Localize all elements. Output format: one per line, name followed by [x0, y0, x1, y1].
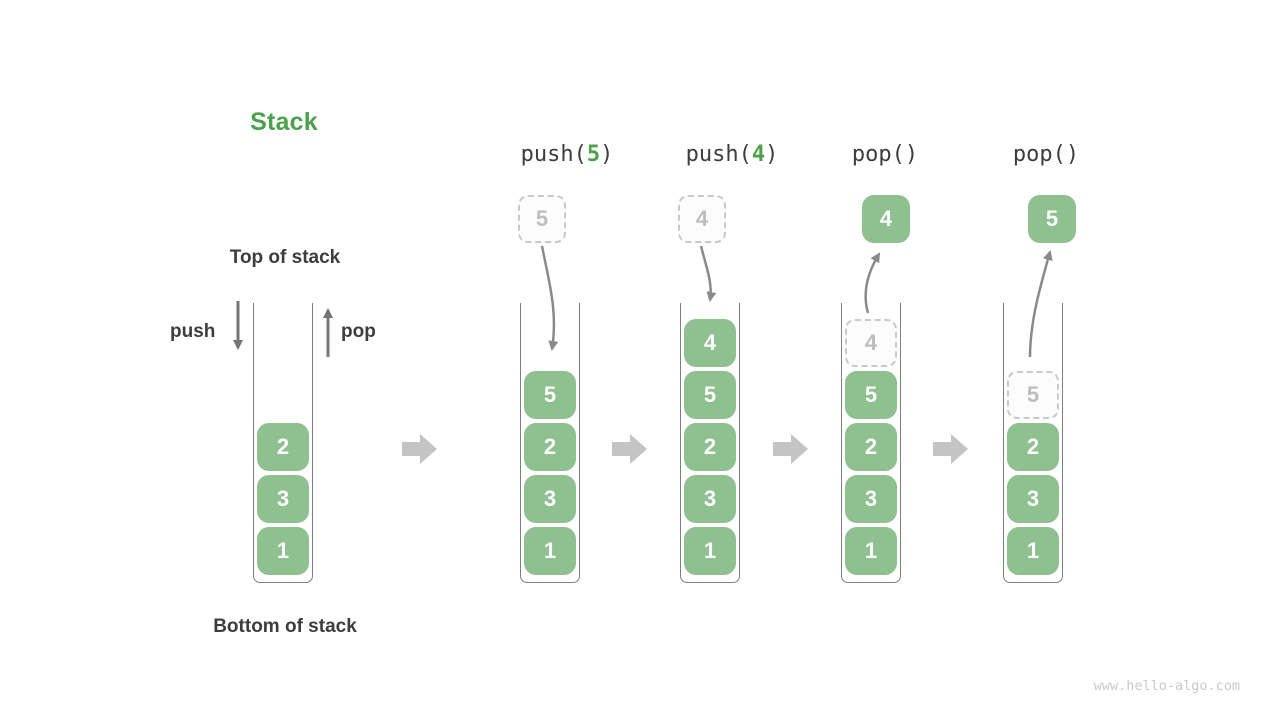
op-suffix: ) [600, 142, 614, 167]
stack-cell: 3 [684, 475, 736, 523]
stack-cell-removed: 4 [845, 319, 897, 367]
op-prefix: push( [520, 142, 587, 167]
diagram-title: Stack [250, 108, 318, 136]
stack-cell: 5 [524, 371, 576, 419]
flow-arrow-icon [773, 434, 808, 464]
stack-cell: 2 [257, 423, 309, 471]
pushing-value-box: 5 [518, 195, 566, 243]
stack-cell: 3 [257, 475, 309, 523]
op-prefix: pop() [1012, 142, 1080, 167]
stack-column-after-pop-5: 5 2 3 1 [1003, 303, 1063, 583]
popped-value-box: 4 [862, 195, 910, 243]
pop-label: pop [341, 321, 376, 342]
stack-cell: 3 [845, 475, 897, 523]
stack-cell: 1 [684, 527, 736, 575]
op-prefix: pop() [851, 142, 919, 167]
stack-column-after-push-4: 4 5 2 3 1 [680, 303, 740, 583]
popped-value-box: 5 [1028, 195, 1076, 243]
operation-label-push-4: push(4) [686, 142, 779, 167]
watermark: www.hello-algo.com [1093, 678, 1240, 694]
stack-cell: 1 [845, 527, 897, 575]
push-label: push [170, 321, 216, 342]
stack-cell: 2 [684, 423, 736, 471]
stack-cell: 3 [1007, 475, 1059, 523]
stack-cell: 3 [524, 475, 576, 523]
op-argument: 4 [751, 142, 766, 167]
op-prefix: push( [685, 142, 752, 167]
pushing-value-box: 4 [678, 195, 726, 243]
stack-cell: 4 [684, 319, 736, 367]
stack-cell: 2 [524, 423, 576, 471]
op-suffix: ) [765, 142, 779, 167]
flow-arrow-icon [612, 434, 647, 464]
stack-cell: 5 [845, 371, 897, 419]
push-flow-arrow [699, 245, 717, 302]
op-argument: 5 [586, 142, 601, 167]
stack-column-initial: 2 3 1 [253, 303, 313, 583]
flow-arrow-icon [933, 434, 968, 464]
stack-cell: 1 [524, 527, 576, 575]
operation-label-push-5: push(5) [521, 142, 614, 167]
top-of-stack-label: Top of stack [229, 247, 341, 268]
flow-arrow-icon [402, 434, 437, 464]
operation-label-pop-2: pop() [1013, 142, 1079, 167]
stack-cell: 1 [1007, 527, 1059, 575]
stack-column-after-push-5: 5 2 3 1 [520, 303, 580, 583]
stack-cell-removed: 5 [1007, 371, 1059, 419]
stack-cell: 2 [1007, 423, 1059, 471]
stack-cell: 2 [845, 423, 897, 471]
stack-column-after-pop-4: 4 5 2 3 1 [841, 303, 901, 583]
operation-label-pop-1: pop() [852, 142, 918, 167]
stack-cell: 1 [257, 527, 309, 575]
stack-cell: 5 [684, 371, 736, 419]
bottom-of-stack-label: Bottom of stack [213, 616, 357, 637]
